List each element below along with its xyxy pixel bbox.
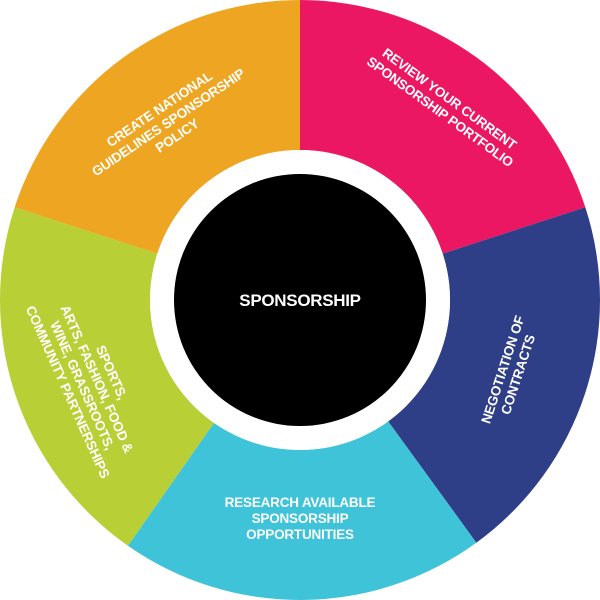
segment-review <box>300 0 586 254</box>
segment-label-line: RESEARCH AVAILABLE <box>225 495 376 510</box>
segment-label-line: OPPORTUNITIES <box>246 527 354 542</box>
center-disc <box>174 174 426 426</box>
center-label: SPONSORSHIP <box>239 291 360 310</box>
segment-sports <box>0 207 214 546</box>
segment-research <box>127 421 477 600</box>
segment-label-line: SPONSORSHIP <box>252 511 349 526</box>
segment-negotiation <box>388 207 600 543</box>
segment-create <box>14 0 301 254</box>
